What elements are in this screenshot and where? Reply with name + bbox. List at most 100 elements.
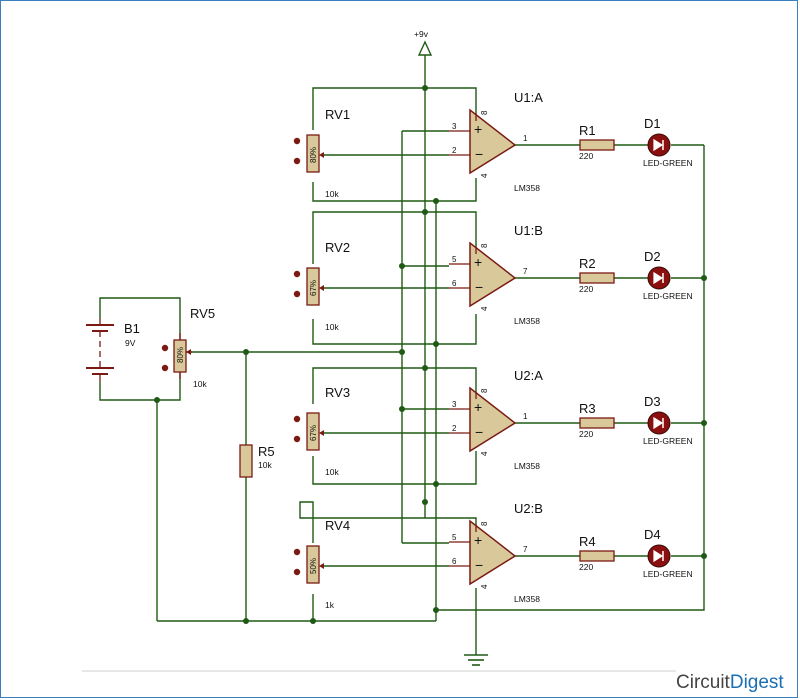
pin-plus-number: 3 [452, 400, 457, 409]
rv5-knob: 80% [176, 347, 185, 363]
pin-vcc-number: 8 [480, 110, 489, 115]
led-ref: D2 [644, 249, 661, 264]
pot-pin-bottom [293, 435, 301, 443]
brand-part-2: Digest [730, 672, 785, 693]
battery-ref: B1 [124, 321, 140, 336]
pot-pin-bottom [293, 290, 301, 298]
pot-ref: RV3 [325, 385, 350, 400]
r5-ref: R5 [258, 444, 275, 459]
opamp-part: LM358 [514, 594, 540, 604]
svg-text:CircuitDigest: CircuitDigest [676, 672, 784, 693]
pot-wiper [319, 285, 324, 291]
opamp-minus-sign: − [475, 279, 483, 295]
brand-part-1: Circuit [676, 672, 731, 693]
series-resistor [579, 417, 615, 429]
rv5-ref: RV5 [190, 306, 215, 321]
pot-rv5: 80% RV5 10k [161, 306, 215, 389]
led-type: LED-GREEN [643, 158, 693, 168]
led-type: LED-GREEN [643, 436, 693, 446]
led-triangle [653, 416, 664, 430]
pot-wiper [319, 430, 324, 436]
led-ref: D1 [644, 116, 661, 131]
opamp-ref: U1:A [514, 90, 543, 105]
led-type: LED-GREEN [643, 569, 693, 579]
resistor-value: 220 [579, 429, 593, 439]
led-triangle [653, 271, 664, 285]
pot-pin-bottom [293, 157, 301, 165]
opamp-ref: U1:B [514, 223, 543, 238]
pot-knob-setting: 67% [309, 425, 318, 441]
wires [82, 55, 705, 672]
opamp-body [469, 386, 517, 453]
resistor-r5: R5 10k [239, 444, 275, 478]
opamp-plus-sign: + [474, 532, 482, 548]
opamp-ref: U2:B [514, 501, 543, 516]
pot-wiper [319, 152, 324, 158]
pot-ref: RV4 [325, 518, 350, 533]
pot-body [306, 545, 320, 584]
pin-gnd-number: 4 [480, 173, 489, 178]
opamp-minus-sign: − [475, 146, 483, 162]
opamp-body [469, 519, 517, 586]
pot-pin-top [293, 270, 301, 278]
led-ref: D4 [644, 527, 661, 542]
battery-b1: B1 9V [86, 318, 140, 382]
resistor-value: 220 [579, 562, 593, 572]
resistor-value: 220 [579, 284, 593, 294]
pin-out-number: 7 [523, 267, 528, 276]
opamp-body [469, 108, 517, 175]
stage-2: +−56784U1:BLM35867%RV210kR2220D2LED-GREE… [293, 223, 693, 332]
pot-body [306, 412, 320, 451]
pin-minus-number: 2 [452, 146, 457, 155]
supply-label: +9v [414, 29, 429, 39]
ground-symbol [464, 654, 488, 666]
pin-vcc-number: 8 [480, 521, 489, 526]
opamp-plus-sign: + [474, 399, 482, 415]
resistor-ref: R1 [579, 123, 596, 138]
rv5-value: 10k [193, 379, 207, 389]
opamp-body [469, 241, 517, 308]
pin-vcc-number: 8 [480, 243, 489, 248]
opamp-plus-sign: + [474, 121, 482, 137]
pot-body [306, 267, 320, 306]
pot-ref: RV1 [325, 107, 350, 122]
pot-pin-bottom [293, 568, 301, 576]
series-resistor [579, 139, 615, 151]
led-type: LED-GREEN [643, 291, 693, 301]
resistor-ref: R4 [579, 534, 596, 549]
pin-minus-number: 6 [452, 279, 457, 288]
pot-value: 10k [325, 467, 339, 477]
pin-minus-number: 2 [452, 424, 457, 433]
opamp-part: LM358 [514, 461, 540, 471]
pin-out-number: 1 [523, 134, 528, 143]
supply-terminal: +9v [414, 29, 433, 56]
series-resistor [579, 550, 615, 562]
resistor-value: 220 [579, 151, 593, 161]
series-resistor [579, 272, 615, 284]
pot-pin-top [293, 137, 301, 145]
opamp-plus-sign: + [474, 254, 482, 270]
pot-pin-top [293, 415, 301, 423]
battery-value: 9V [125, 338, 136, 348]
stage-3: +−32184U2:ALM35867%RV310kR3220D3LED-GREE… [293, 368, 693, 477]
pin-vcc-number: 8 [480, 388, 489, 393]
led-triangle [653, 138, 664, 152]
pot-knob-setting: 67% [309, 280, 318, 296]
pot-knob-setting: 80% [309, 147, 318, 163]
pot-value: 10k [325, 322, 339, 332]
resistor-ref: R2 [579, 256, 596, 271]
opamp-part: LM358 [514, 183, 540, 193]
junction-dots [154, 85, 707, 624]
comparator-stages: + − 3 2 1 8 4 U1:A LM358 80% RV1 10k R1 220 D1LED-GREE… [293, 90, 693, 610]
pot-body [306, 134, 320, 173]
led-triangle [653, 549, 664, 563]
stage-1: +−32184U1:ALM35880%RV110kR1220D1LED-GREE… [293, 90, 693, 199]
pin-gnd-number: 4 [480, 451, 489, 456]
opamp-minus-sign: − [475, 424, 483, 440]
pin-plus-number: 5 [452, 255, 457, 264]
pin-minus-number: 6 [452, 557, 457, 566]
pot-value: 1k [325, 600, 335, 610]
